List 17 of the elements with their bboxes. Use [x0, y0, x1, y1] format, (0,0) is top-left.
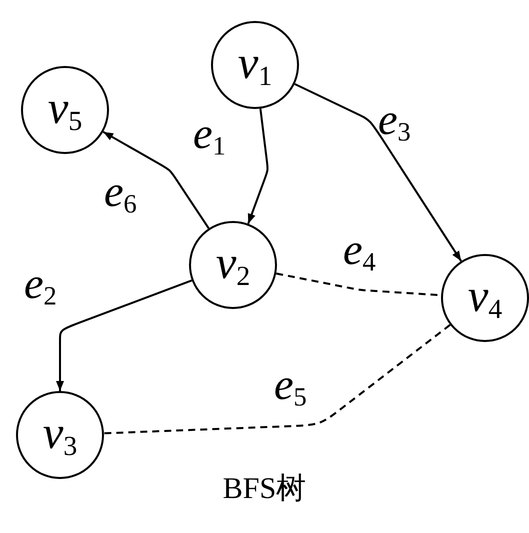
- edge-label: e$_{3}$: [378, 98, 411, 145]
- arrow: [102, 130, 210, 229]
- edge-label: e$_{6}$: [104, 170, 137, 217]
- arrow: [56, 280, 192, 391]
- vertex-label: v$_{3}$: [42, 410, 78, 460]
- edge-label: e$_{1}$: [193, 112, 226, 159]
- arrow: [247, 108, 268, 224]
- edge-label: e$_{4}$: [343, 228, 376, 275]
- connector-line: [104, 324, 451, 434]
- edge-label: e$_{5}$: [274, 363, 307, 410]
- arrow: [294, 83, 462, 262]
- edge-label: e$_{2}$: [24, 262, 57, 309]
- vertex-label: v$_{1}$: [238, 40, 272, 90]
- vertex-label: v$_{2}$: [216, 240, 250, 290]
- vertex-label: v$_{4}$: [468, 273, 502, 323]
- vertex-label: v$_{5}$: [48, 85, 82, 135]
- caption: BFS树: [222, 471, 308, 507]
